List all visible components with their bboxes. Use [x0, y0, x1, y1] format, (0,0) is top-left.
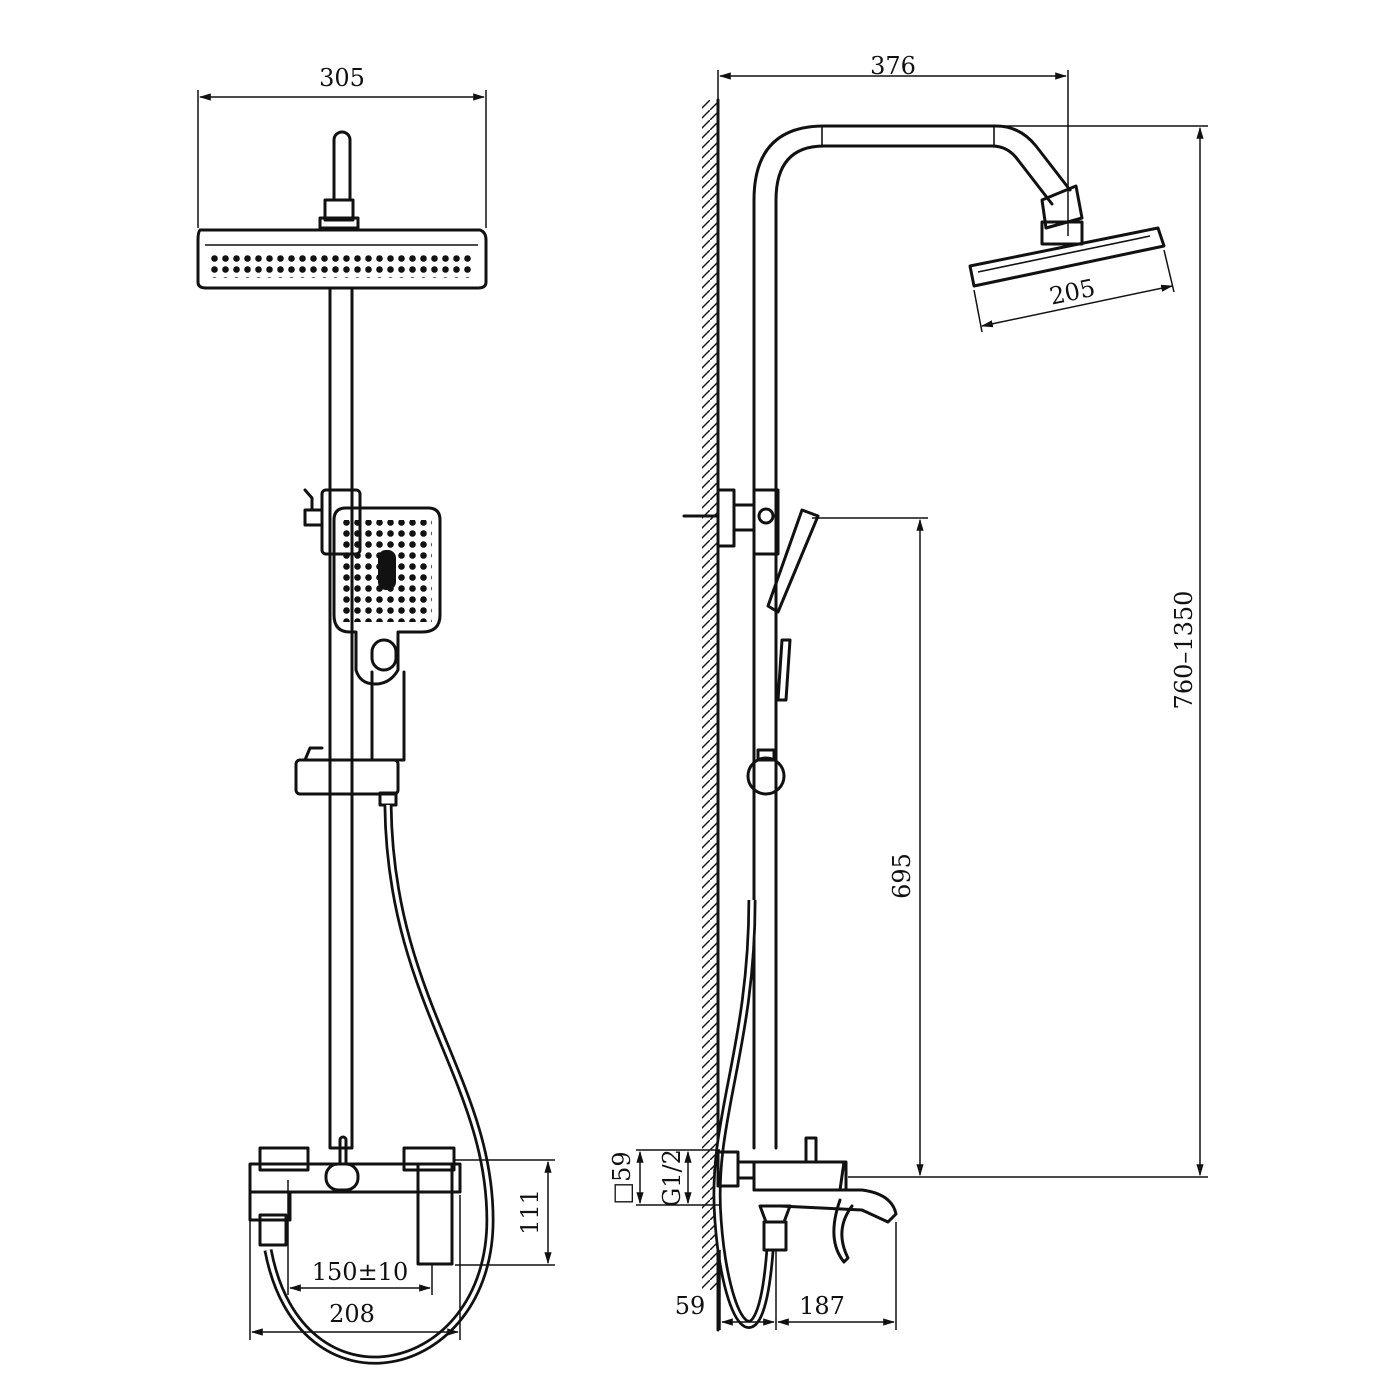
- front-slide-holder: [294, 746, 400, 807]
- dim-handshower-height: 695: [812, 517, 928, 1177]
- dim-side-head-width: 205: [973, 249, 1175, 333]
- label-thread: G1/2: [658, 1149, 686, 1207]
- side-mixer: [716, 1136, 898, 1264]
- front-riser-pipe: [328, 286, 354, 1150]
- label-59-square: □59: [608, 1151, 636, 1204]
- front-arm-nut: [323, 198, 355, 222]
- dim-side-projection: 376: [717, 52, 1069, 236]
- wall-hatch: [702, 100, 718, 1290]
- dim-height-range: 760–1350: [848, 125, 1208, 1178]
- side-upper-clamp: [682, 488, 780, 556]
- front-overhead-shower-head: [196, 228, 488, 290]
- label-376: 376: [870, 52, 916, 80]
- side-riser-and-arm: [752, 124, 1072, 1150]
- label-111: 111: [516, 1189, 544, 1235]
- front-hand-shower: [332, 506, 442, 762]
- label-305: 305: [319, 64, 365, 92]
- label-150: 150±10: [312, 1258, 408, 1286]
- dim-bottom-offsets: 59 187: [675, 1222, 897, 1330]
- dim-front-head-width: 305: [197, 64, 487, 228]
- label-187: 187: [799, 1292, 845, 1320]
- label-695: 695: [888, 853, 916, 899]
- front-mixer: [248, 1135, 462, 1266]
- side-view: 376 205 760–1350 695 □59 G1/2: [608, 52, 1208, 1332]
- label-59-offset: 59: [675, 1292, 706, 1320]
- front-view: 305 111 150±10 208: [196, 64, 555, 1365]
- dim-mixer-height: 111: [455, 1159, 555, 1266]
- dim-mixer-width: 208: [249, 1195, 461, 1340]
- dim-inlet-spacing: 150±10: [287, 1180, 433, 1295]
- side-overhead-shower-head: [968, 226, 1166, 288]
- label-760-1350: 760–1350: [1170, 591, 1198, 710]
- front-arm: [332, 130, 352, 202]
- label-205: 205: [1047, 274, 1098, 311]
- dim-wall-block: □59 G1/2: [608, 1149, 720, 1207]
- side-hand-shower: [746, 508, 820, 796]
- label-208: 208: [329, 1300, 375, 1328]
